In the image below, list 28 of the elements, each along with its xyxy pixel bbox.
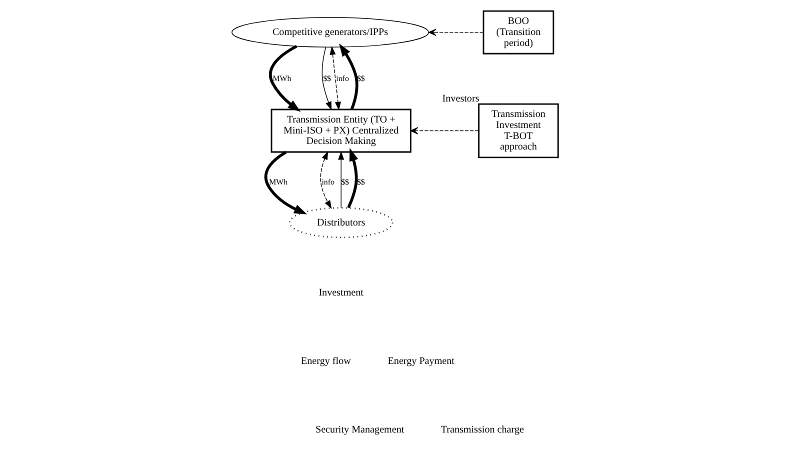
node-ellipse: Competitive generators/IPPs (232, 17, 430, 48)
node-ellipse: Distributors (288, 207, 394, 238)
legend-label: Energy Payment (388, 356, 454, 368)
arrow (410, 127, 480, 134)
legend-label: Investment (318, 288, 364, 299)
edge-label: info (322, 178, 334, 187)
legend-label: Transmission charge (440, 424, 524, 436)
node-label: Investors (442, 93, 480, 104)
arrow (330, 46, 341, 111)
edge-label: $$ (356, 74, 365, 83)
arrow (322, 46, 332, 110)
edge-label: info (336, 74, 349, 83)
edge-label: $$ (341, 178, 350, 187)
node-box: Transmission Entity (TO + Mini-ISO + PX) Centralized Decision Making (270, 108, 412, 153)
edge-label: MWh (269, 178, 288, 187)
arrow (338, 151, 344, 208)
legend-label: Energy flow (300, 356, 351, 368)
node-box: Transmission Investment T-BOT approach (478, 103, 559, 158)
edge-label: MWh (272, 74, 292, 83)
legend-label: Security Management (315, 424, 404, 436)
arrow (320, 151, 332, 209)
arrow (347, 148, 358, 208)
edge-label: $$ (323, 74, 331, 83)
node-box: BOO (Transition period) (482, 10, 554, 54)
arrow (268, 44, 301, 112)
arrow (428, 28, 484, 36)
arrow (264, 150, 308, 214)
arrow (339, 43, 358, 110)
